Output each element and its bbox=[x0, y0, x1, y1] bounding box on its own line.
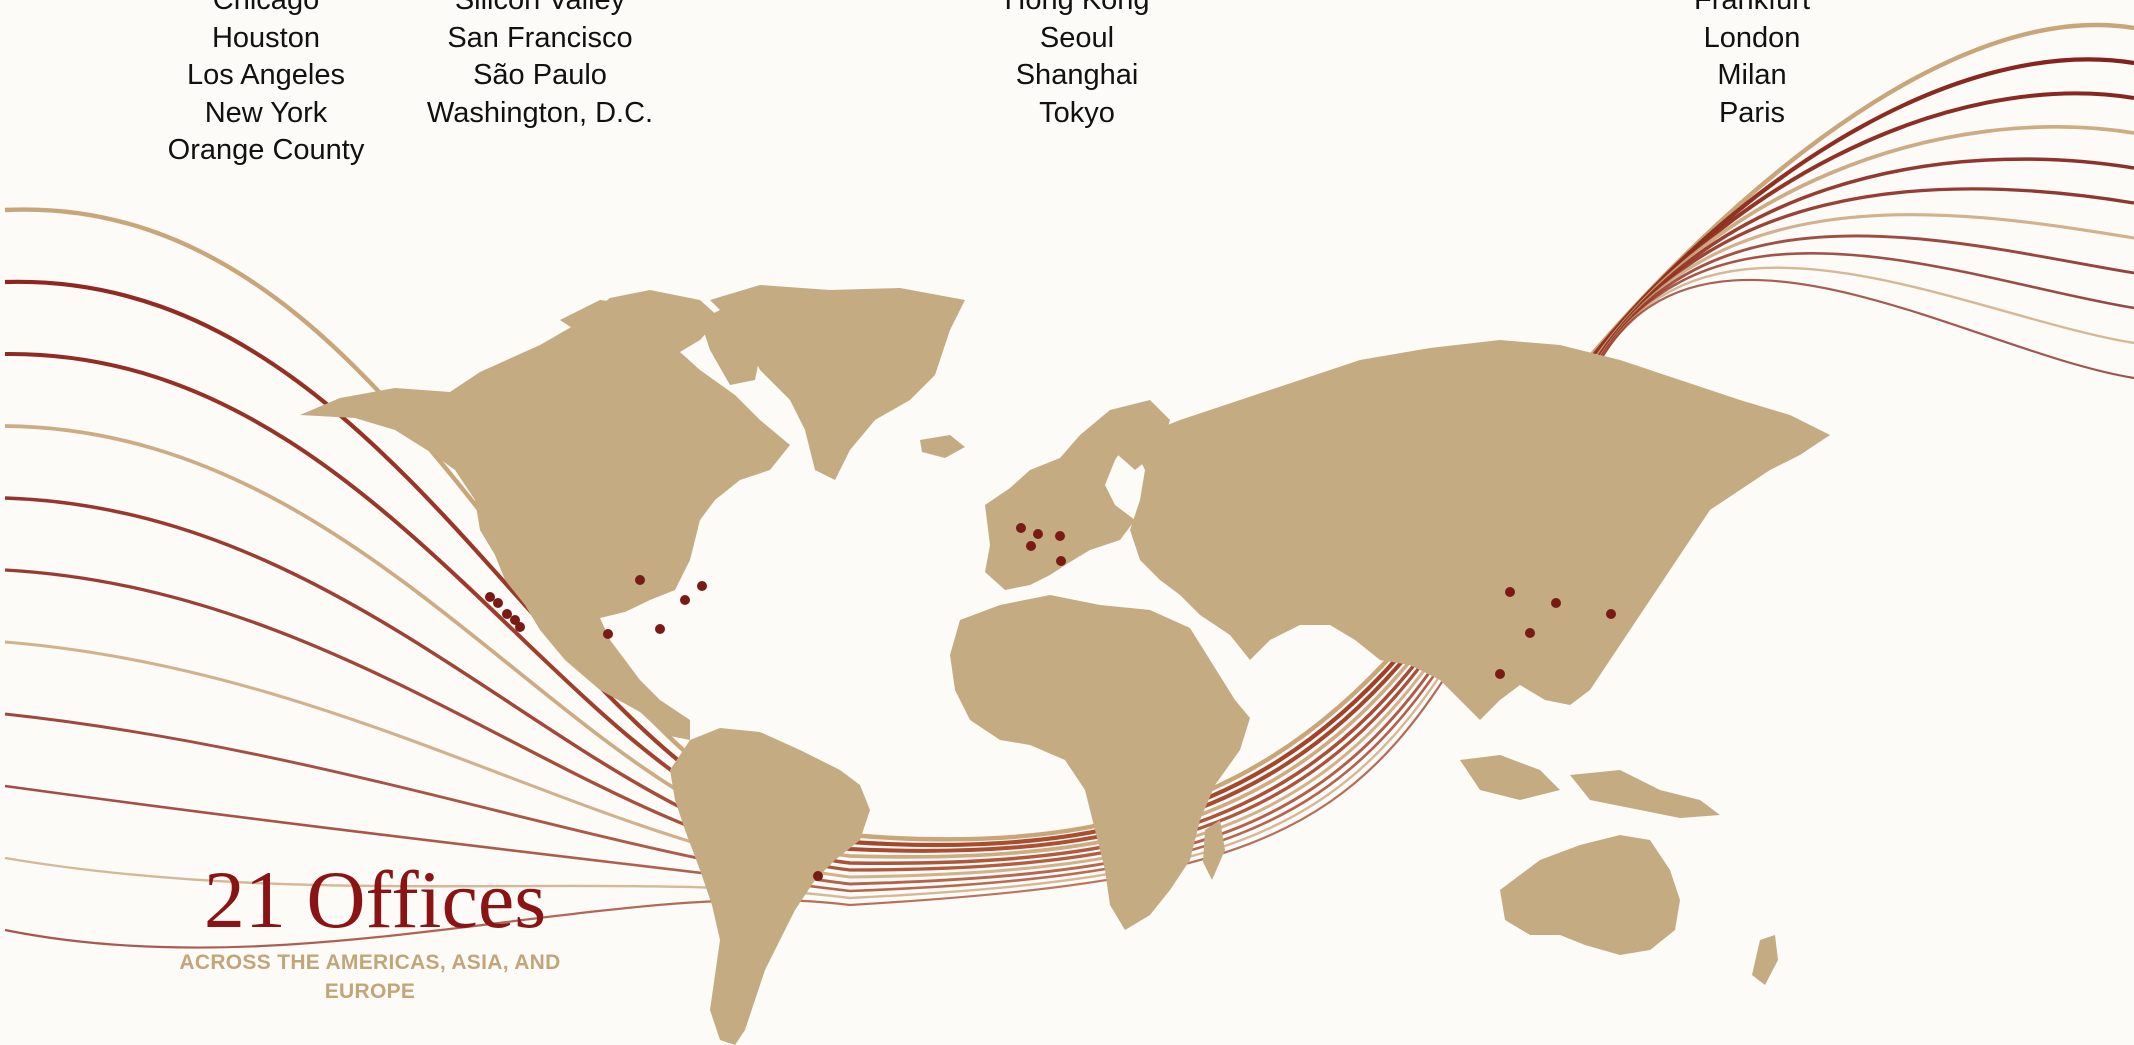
office-marker-dot bbox=[1016, 523, 1026, 533]
wave-line bbox=[4, 234, 2134, 886]
office-marker-dot bbox=[510, 615, 520, 625]
office-marker-dot bbox=[1606, 609, 1616, 619]
wave-line bbox=[4, 125, 2134, 859]
continents bbox=[300, 285, 1830, 1045]
city-name: Houston bbox=[211, 21, 320, 54]
kamchatka bbox=[1690, 440, 1725, 520]
office-marker-dot bbox=[1525, 628, 1535, 638]
city-list-americas-2: Silicon Valley San Francisco São Paulo W… bbox=[380, 0, 700, 132]
asia-landmass bbox=[1130, 340, 1830, 720]
office-marker-dot bbox=[502, 609, 512, 619]
japan bbox=[1575, 520, 1625, 615]
city-name: Washington, D.C. bbox=[426, 96, 654, 129]
wave-line bbox=[4, 213, 2134, 879]
office-marker-dot bbox=[1056, 556, 1066, 566]
wave-line bbox=[4, 252, 2134, 893]
madagascar bbox=[1203, 820, 1225, 880]
office-marker-dot bbox=[1495, 669, 1505, 679]
africa-landmass bbox=[950, 595, 1250, 930]
city-name: São Paulo bbox=[473, 59, 607, 91]
office-marker-dot bbox=[485, 592, 495, 602]
city-name: Chicago bbox=[212, 0, 320, 16]
office-marker-dot bbox=[680, 595, 690, 605]
wave-line bbox=[4, 187, 2134, 872]
office-marker-dot bbox=[697, 581, 707, 591]
office-markers bbox=[485, 523, 1616, 881]
north-america-landmass bbox=[300, 290, 790, 740]
city-name: San Francisco bbox=[447, 21, 633, 54]
new-zealand bbox=[1752, 935, 1778, 985]
australia-landmass bbox=[1500, 835, 1680, 955]
city-name: London bbox=[1703, 21, 1801, 54]
office-marker-dot bbox=[603, 629, 613, 639]
office-marker-dot bbox=[493, 598, 503, 608]
city-name: Milan bbox=[1717, 59, 1787, 91]
office-marker-dot bbox=[1505, 587, 1515, 597]
indonesia bbox=[1570, 770, 1720, 818]
office-marker-dot bbox=[655, 624, 665, 634]
city-name: Frankfurt bbox=[1693, 0, 1811, 16]
office-marker-dot bbox=[813, 871, 823, 881]
greenland bbox=[710, 285, 965, 480]
iceland bbox=[920, 435, 965, 458]
city-list-europe: Frankfurt London Milan Paris bbox=[1592, 0, 1912, 132]
office-marker-dot bbox=[635, 575, 645, 585]
office-marker-dot bbox=[1033, 529, 1043, 539]
office-marker-dot bbox=[1551, 598, 1561, 608]
connecting-wave-lines bbox=[4, 22, 2134, 949]
wave-line bbox=[4, 266, 2134, 900]
great-britain bbox=[990, 495, 1012, 535]
city-name: New York bbox=[204, 96, 328, 129]
city-name: Orange County bbox=[167, 134, 365, 166]
wave-line bbox=[4, 278, 2134, 949]
city-name: Hong Kong bbox=[1004, 0, 1150, 16]
offices-count-headline: 21 Offices bbox=[203, 854, 547, 945]
city-name: Tokyo bbox=[1039, 96, 1115, 129]
city-name: Shanghai bbox=[1015, 59, 1139, 91]
city-name: Silicon Valley bbox=[454, 0, 626, 16]
city-list-asia: Hong Kong Seoul Shanghai Tokyo bbox=[917, 0, 1237, 132]
wave-line bbox=[4, 157, 2134, 866]
city-name: Paris bbox=[1718, 96, 1786, 129]
city-name: Los Angeles bbox=[186, 59, 345, 91]
city-list-north-america: Chicago Houston Los Angeles New York Ora… bbox=[106, 0, 426, 170]
southeast-asia-islands bbox=[1460, 755, 1560, 800]
office-marker-dot bbox=[515, 622, 525, 632]
offices-regions-subhead: ACROSS THE AMERICAS, ASIA, AND EUROPE bbox=[179, 951, 561, 1003]
office-marker-dot bbox=[1026, 541, 1036, 551]
canadian-archipelago bbox=[560, 300, 690, 345]
office-marker-dot bbox=[1055, 531, 1065, 541]
south-america-landmass bbox=[670, 728, 870, 1045]
city-name: Seoul bbox=[1039, 21, 1115, 54]
